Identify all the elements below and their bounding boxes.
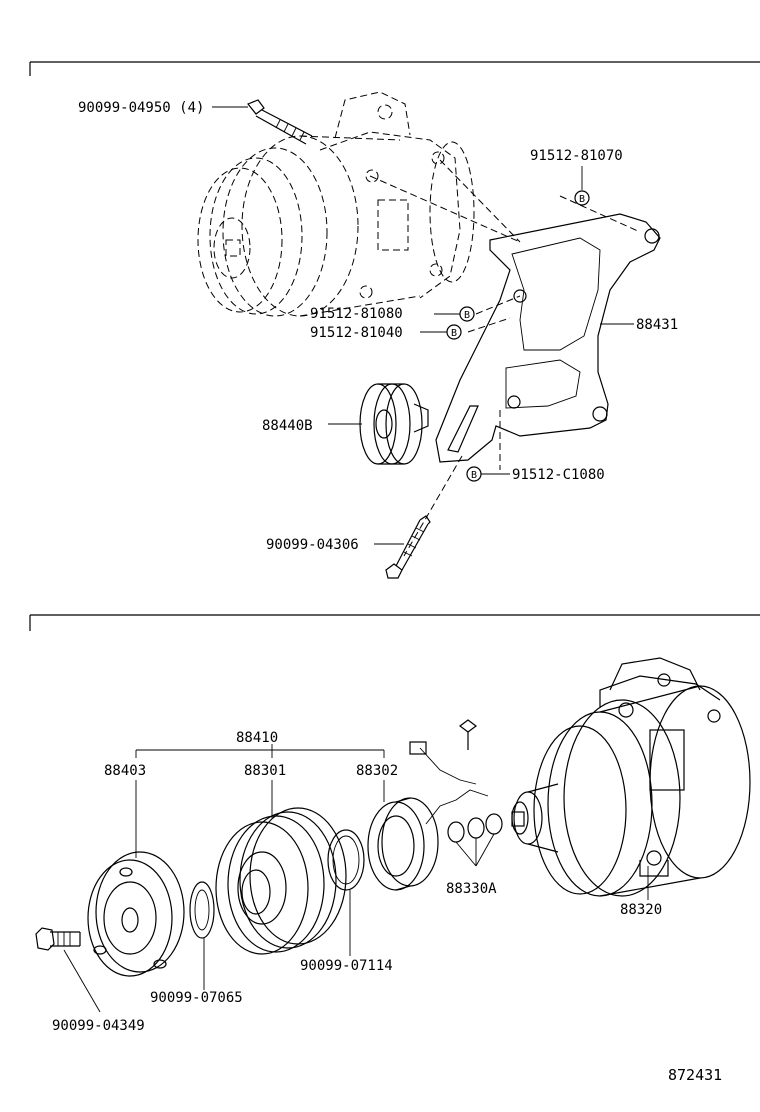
part-number-bolt-91512-81070: 91512-81070 [530,148,623,164]
part-number-bolt-plate: 90099-04349 [52,1018,145,1034]
part-number-shims: 88330A [446,881,497,897]
stator-coil-drawing [367,741,489,891]
callout-idler-pulley: 88440B [262,418,362,434]
bolt-marker-b-1: B [579,194,585,205]
part-number-bolt-top: 90099-04950 (4) [78,100,204,116]
callout-bolt-plate: 90099-04349 [52,949,145,1034]
part-number-bracket: 88431 [636,317,678,333]
callout-compressor: 88320 [620,866,662,918]
idler-pulley-drawing [359,383,429,465]
callout-bolt-91512-81040: 91512-81040 B [310,324,462,341]
bolt-marker-b-3: B [451,328,457,339]
pressure-plate-drawing [87,851,185,977]
callout-stud-bolt: 90099-04306 [266,537,404,553]
snap-ring-plate-drawing [189,881,215,939]
part-number-clutch-assembly: 88410 [236,730,278,746]
bolt-marker-b-2: B [464,310,470,321]
compressor-lower-drawing [511,657,751,897]
callout-rotor-pulley: 88301 [244,763,286,818]
screw-drawing [459,719,477,750]
part-number-stud-bolt: 90099-04306 [266,537,359,553]
section-divider-lower [29,614,760,631]
part-number-pressure-plate: 88403 [104,763,146,779]
callout-bracket: 88431 [600,317,678,333]
snap-ring-rotor-drawing [327,829,365,891]
section-divider-upper [29,61,760,76]
part-number-bolt-91512-81080: 91512-81080 [310,306,403,322]
part-number-stator-coil: 88302 [356,763,398,779]
bolt-plate-drawing [35,927,81,951]
part-number-bolt-91512-81040: 91512-81040 [310,325,403,341]
part-number-compressor: 88320 [620,902,662,918]
part-number-snap-ring-rotor: 90099-07114 [300,958,393,974]
compressor-upper-drawing [197,91,521,317]
part-number-snap-ring-plate: 90099-07065 [150,990,243,1006]
part-number-idler-pulley: 88440B [262,418,313,434]
callout-clutch-assembly: 88410 [135,730,385,758]
shims-drawing [447,813,503,867]
bolt-marker-b-4: B [471,470,477,481]
part-number-bolt-91512-c1080: 91512-C1080 [512,467,605,483]
callout-pressure-plate: 88403 [104,763,146,858]
callout-bolt-91512-81070: 91512-81070 B [530,148,623,206]
callout-snap-ring-plate: 90099-07065 [150,938,243,1006]
bolt-top-drawing [247,99,313,145]
callout-snap-ring-rotor: 90099-07114 [300,890,393,974]
diagram-id: 872431 [668,1066,722,1084]
bracket-drawing [403,195,661,557]
callout-bolt-91512-81080: 91512-81080 B [310,306,475,322]
rotor-pulley-drawing [215,807,347,955]
callout-bolt-91512-c1080: B 91512-C1080 [466,466,605,483]
callout-shims: 88330A [446,881,497,897]
callout-bolt-top: 90099-04950 (4) [78,100,248,116]
part-number-rotor-pulley: 88301 [244,763,286,779]
callout-stator-coil: 88302 [356,763,398,802]
stud-bolt-drawing [385,515,431,579]
